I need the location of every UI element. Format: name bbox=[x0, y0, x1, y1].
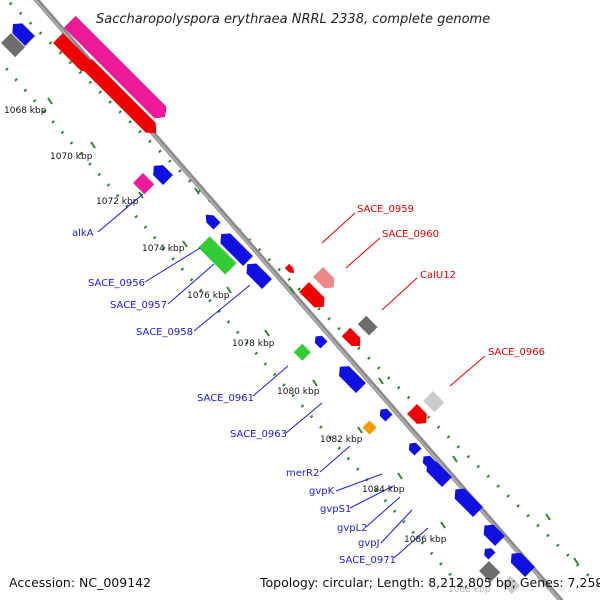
genome-title: Saccharopolyspora erythraea NRRL 2338, c… bbox=[96, 12, 490, 27]
gene-sace-0958[interactable] bbox=[242, 259, 272, 289]
gene-alka-blue[interactable] bbox=[149, 161, 173, 185]
gene-label-sace-0961[interactable]: SACE_0961 bbox=[197, 393, 254, 404]
gene-gray-bottom[interactable] bbox=[479, 561, 501, 583]
gene-merr2-orange[interactable] bbox=[362, 420, 377, 435]
tick-label-1088: 1088 kbp bbox=[448, 585, 491, 595]
gene-merr2-blue[interactable] bbox=[377, 406, 393, 422]
gene-alka-magenta[interactable] bbox=[133, 173, 155, 195]
gene-red-large-b[interactable] bbox=[82, 59, 161, 138]
gene-label-gvpl2[interactable]: gvpL2 bbox=[337, 523, 368, 534]
outer-tick-marks bbox=[194, 187, 579, 565]
gene-calu12[interactable] bbox=[357, 315, 378, 336]
gene-gvpk[interactable] bbox=[406, 440, 422, 456]
gene-label-sace-0960[interactable]: SACE_0960 bbox=[382, 229, 439, 240]
gene-lightgray-bottom[interactable] bbox=[501, 575, 521, 595]
leader-lines-forward bbox=[321, 212, 486, 387]
gene-label-gvps1[interactable]: gvpS1 bbox=[320, 504, 351, 515]
tick-label-1076: 1076 kbp bbox=[187, 291, 230, 301]
gene-label-sace-0966[interactable]: SACE_0966 bbox=[488, 347, 545, 358]
gene-sace-0959[interactable] bbox=[284, 263, 296, 275]
gene-sace-0957-green[interactable] bbox=[198, 236, 237, 275]
gene-label-sace-0957[interactable]: SACE_0957 bbox=[110, 300, 167, 311]
tick-label-1086: 1086 kbp bbox=[404, 535, 447, 545]
gene-sace-0971[interactable] bbox=[479, 520, 505, 546]
gene-sace-0961-blue[interactable] bbox=[312, 333, 328, 349]
gene-sace-0957-blue[interactable] bbox=[216, 229, 253, 266]
gene-blue-topleft[interactable] bbox=[8, 19, 35, 46]
genome-summary-text: Topology: circular; Length: 8,212,805 bp… bbox=[259, 575, 600, 590]
gene-red-mid[interactable] bbox=[299, 282, 329, 312]
tick-label-1068: 1068 kbp bbox=[4, 106, 47, 116]
gene-sace-0960[interactable] bbox=[313, 267, 338, 292]
gene-sace-0961-green[interactable] bbox=[293, 343, 311, 361]
gene-blue-bottom-a[interactable] bbox=[481, 545, 496, 560]
inner-dotted-track bbox=[0, 59, 464, 589]
gene-sace-0966[interactable] bbox=[423, 391, 445, 413]
gene-label-sace-0956[interactable]: SACE_0956 bbox=[88, 278, 145, 289]
gene-label-sace-0959[interactable]: SACE_0959 bbox=[357, 204, 414, 215]
gene-red-large-a[interactable] bbox=[53, 33, 95, 75]
leader-lines-reverse bbox=[97, 193, 429, 559]
accession-text: Accession: NC_009142 bbox=[9, 575, 151, 590]
gene-sace-0963[interactable] bbox=[335, 362, 366, 393]
gene-label-merr2[interactable]: merR2 bbox=[286, 468, 319, 479]
gene-red-lower[interactable] bbox=[407, 404, 431, 428]
gene-label-sace-0971[interactable]: SACE_0971 bbox=[339, 555, 396, 566]
gene-sace-0956[interactable] bbox=[202, 211, 221, 230]
gene-gray-topleft[interactable] bbox=[1, 33, 26, 58]
gene-label-alka[interactable]: alkA bbox=[72, 228, 94, 239]
gene-label-sace-0958[interactable]: SACE_0958 bbox=[136, 327, 193, 338]
gene-gvpl2[interactable] bbox=[422, 457, 452, 487]
tick-label-1072: 1072 kbp bbox=[96, 197, 139, 207]
gene-red-small[interactable] bbox=[341, 327, 365, 351]
gene-label-sace-0963[interactable]: SACE_0963 bbox=[230, 429, 287, 440]
gene-label-gvpk[interactable]: gvpK bbox=[309, 486, 335, 497]
gene-blue-bottom-b[interactable] bbox=[507, 549, 535, 577]
tick-label-1084: 1084 kbp bbox=[362, 485, 405, 495]
gene-gvpj[interactable] bbox=[450, 484, 483, 517]
tick-label-1080: 1080 kbp bbox=[277, 387, 320, 397]
tick-label-1082: 1082 kbp bbox=[320, 435, 363, 445]
gene-label-gvpj[interactable]: gvpJ bbox=[358, 538, 380, 549]
gene-magenta-large[interactable] bbox=[63, 15, 170, 122]
tick-label-1078: 1078 kbp bbox=[232, 339, 275, 349]
tick-label-1070: 1070 kbp bbox=[50, 152, 93, 162]
gene-label-calu12[interactable]: CalU12 bbox=[420, 270, 456, 281]
tick-label-1074: 1074 kbp bbox=[142, 244, 185, 254]
